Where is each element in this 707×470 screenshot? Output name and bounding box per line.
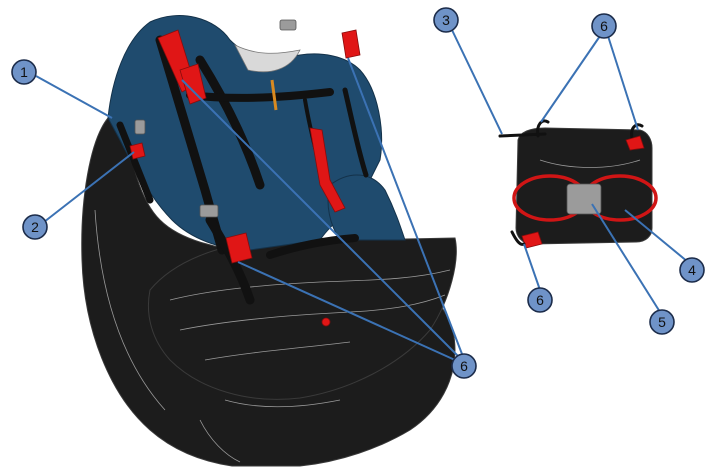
shell-seam bbox=[199, 419, 241, 463]
buckle bbox=[134, 119, 146, 135]
callout-5: 5 bbox=[649, 309, 675, 335]
buckle bbox=[199, 204, 219, 218]
callout-6-reserve: 6 bbox=[527, 287, 553, 313]
leader-line-4 bbox=[624, 209, 689, 263]
leader-line-6-top bbox=[540, 35, 601, 123]
leader-line-6-main bbox=[237, 261, 456, 361]
red-handle bbox=[309, 127, 346, 213]
leader-line-6-top bbox=[607, 35, 639, 131]
leader-line-6-reserve bbox=[523, 243, 541, 291]
callout-1: 1 bbox=[11, 59, 37, 85]
harness-lining bbox=[234, 44, 301, 73]
leader-line-2 bbox=[43, 151, 135, 223]
callout-6-main: 6 bbox=[451, 353, 477, 379]
buckle bbox=[279, 19, 297, 31]
red-grommet bbox=[321, 317, 331, 327]
leader-line-6-main bbox=[181, 79, 459, 357]
red-handle bbox=[225, 232, 253, 264]
leader-line-5 bbox=[591, 203, 661, 313]
red-handle bbox=[129, 142, 146, 160]
shell-seam bbox=[204, 341, 351, 361]
callout-label: 6 bbox=[600, 18, 608, 34]
callout-label: 5 bbox=[658, 314, 666, 330]
callout-6-top: 6 bbox=[591, 13, 617, 39]
harness-main-illustration bbox=[81, 15, 457, 467]
leader-line-3 bbox=[451, 29, 503, 135]
riser-strap bbox=[342, 87, 369, 178]
red-handle bbox=[341, 29, 361, 59]
callout-label: 3 bbox=[442, 12, 450, 28]
reserve-seam bbox=[539, 159, 641, 168]
shell-seam bbox=[169, 269, 451, 301]
callout-label: 6 bbox=[460, 358, 468, 374]
leader-line-6-main bbox=[347, 57, 463, 355]
leader-line-1 bbox=[35, 75, 113, 119]
leg-strap bbox=[266, 234, 359, 259]
callout-label: 6 bbox=[536, 292, 544, 308]
callout-3: 3 bbox=[433, 7, 459, 33]
harness-side-flap bbox=[327, 174, 406, 241]
reserve-bottom-loop bbox=[510, 230, 526, 246]
callout-label: 2 bbox=[31, 219, 39, 235]
reserve-top-loop bbox=[536, 119, 550, 138]
leader-lines bbox=[35, 29, 689, 361]
shoulder-strap bbox=[195, 55, 265, 190]
shell-seam bbox=[179, 294, 446, 331]
callout-label: 4 bbox=[688, 262, 696, 278]
shell-seam bbox=[94, 209, 166, 411]
side-strap bbox=[116, 121, 154, 204]
red-handle bbox=[179, 63, 207, 105]
reserve-container-illustration bbox=[498, 119, 658, 249]
reserve-corner-tab bbox=[625, 135, 645, 151]
shell-seam bbox=[224, 399, 341, 408]
reserve-top-loop bbox=[630, 123, 644, 140]
callout-label: 1 bbox=[20, 64, 28, 80]
stitch-detail bbox=[270, 79, 278, 111]
callout-4: 4 bbox=[679, 257, 705, 283]
callout-2: 2 bbox=[22, 214, 48, 240]
